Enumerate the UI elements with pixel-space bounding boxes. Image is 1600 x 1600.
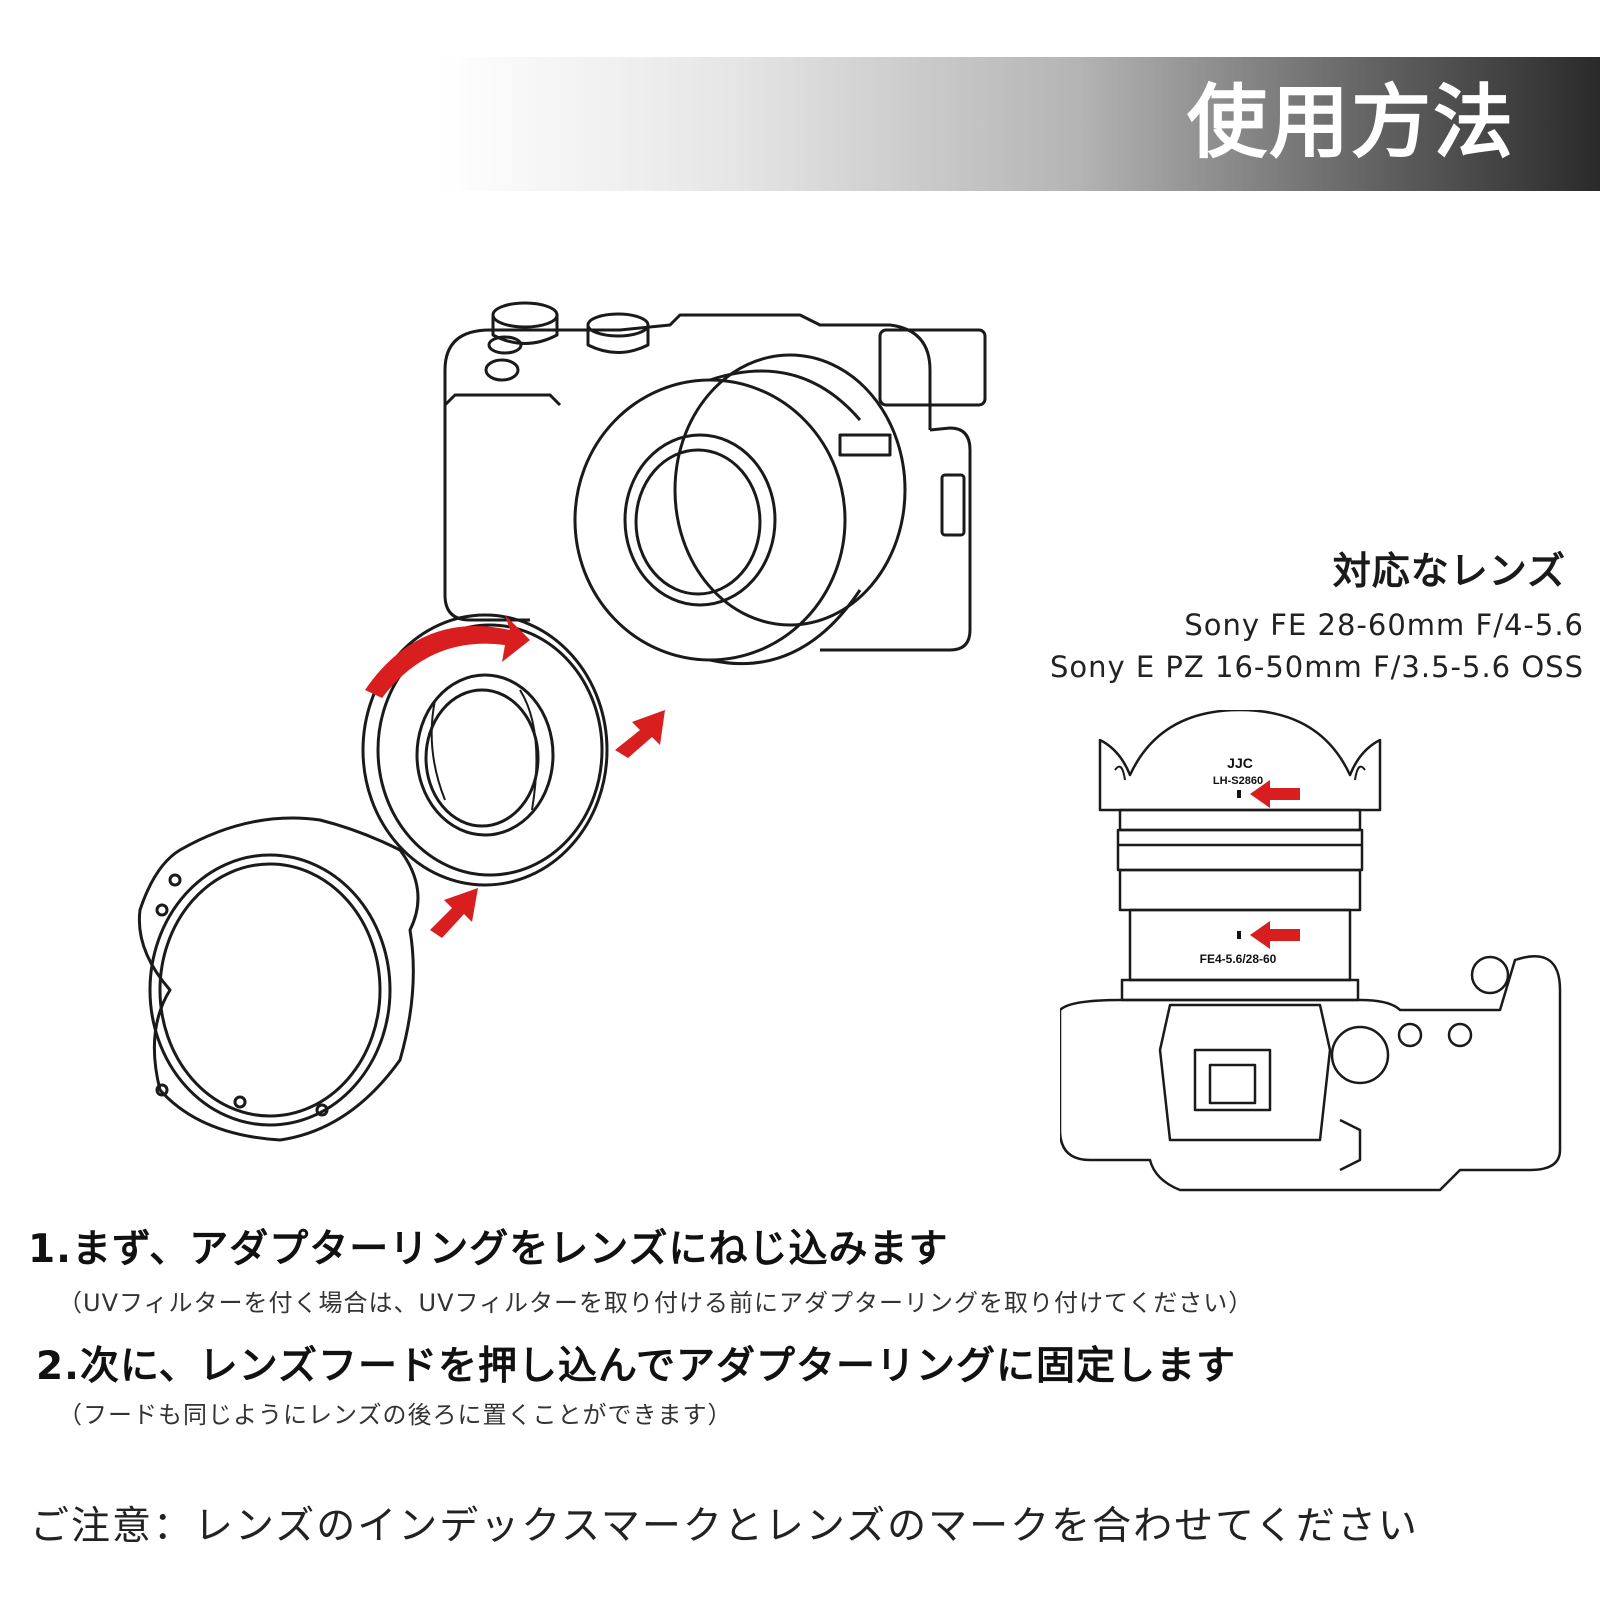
adapter-ring-icon bbox=[361, 613, 609, 887]
page-title: 使用方法 bbox=[1187, 76, 1515, 169]
brand-label: JJC bbox=[1227, 755, 1253, 771]
step-2-title: 2.次に、レンズフードを押し込んでアダプターリングに固定します bbox=[36, 1344, 1237, 1389]
lens-index-mark bbox=[1237, 931, 1241, 939]
index-arrow-icon bbox=[1250, 780, 1300, 808]
red-arrows bbox=[365, 615, 665, 938]
step-1-note: （UVフィルターを付く場合は、UVフィルターを取り付ける前にアダプターリングを取… bbox=[58, 1289, 1254, 1317]
lens-mark-label: FE4-5.6/28-60 bbox=[1200, 952, 1277, 966]
rotate-arrow-icon bbox=[365, 615, 530, 698]
push-arrow-icon bbox=[430, 888, 478, 938]
camera-top-view bbox=[1060, 955, 1562, 1192]
assembly-illustration bbox=[137, 301, 987, 1142]
hood-top-view bbox=[1098, 710, 1382, 812]
caution-text: ご注意：レンズのインデックスマークとレンズのマークを合わせてください bbox=[30, 1504, 1419, 1549]
lens-barrel-view bbox=[1116, 808, 1364, 1002]
step-1-title: 1.まず、アダプターリングをレンズにねじ込みます bbox=[28, 1227, 949, 1272]
camera-icon bbox=[443, 301, 987, 666]
header-banner: 使用方法 bbox=[440, 57, 1600, 191]
compatible-lenses-title: 対応なレンズ bbox=[1332, 549, 1566, 593]
push-arrow-icon bbox=[615, 710, 665, 758]
mounted-hood-diagram: JJC LH-S2860 FE4-5.6/28-60 bbox=[1060, 710, 1562, 1192]
hood-model-label: LH-S2860 bbox=[1213, 775, 1263, 787]
hood-index-mark bbox=[1237, 790, 1241, 798]
lens-hood-icon bbox=[137, 816, 420, 1142]
compatible-lens-item: Sony FE 28-60mm F/4-5.6 bbox=[1184, 608, 1584, 642]
compatible-lens-item: Sony E PZ 16-50mm F/3.5-5.6 OSS bbox=[1049, 650, 1584, 684]
index-arrow-icon bbox=[1250, 921, 1300, 949]
step-2-note: （フードも同じようにレンズの後ろに置くことができます） bbox=[58, 1401, 733, 1429]
